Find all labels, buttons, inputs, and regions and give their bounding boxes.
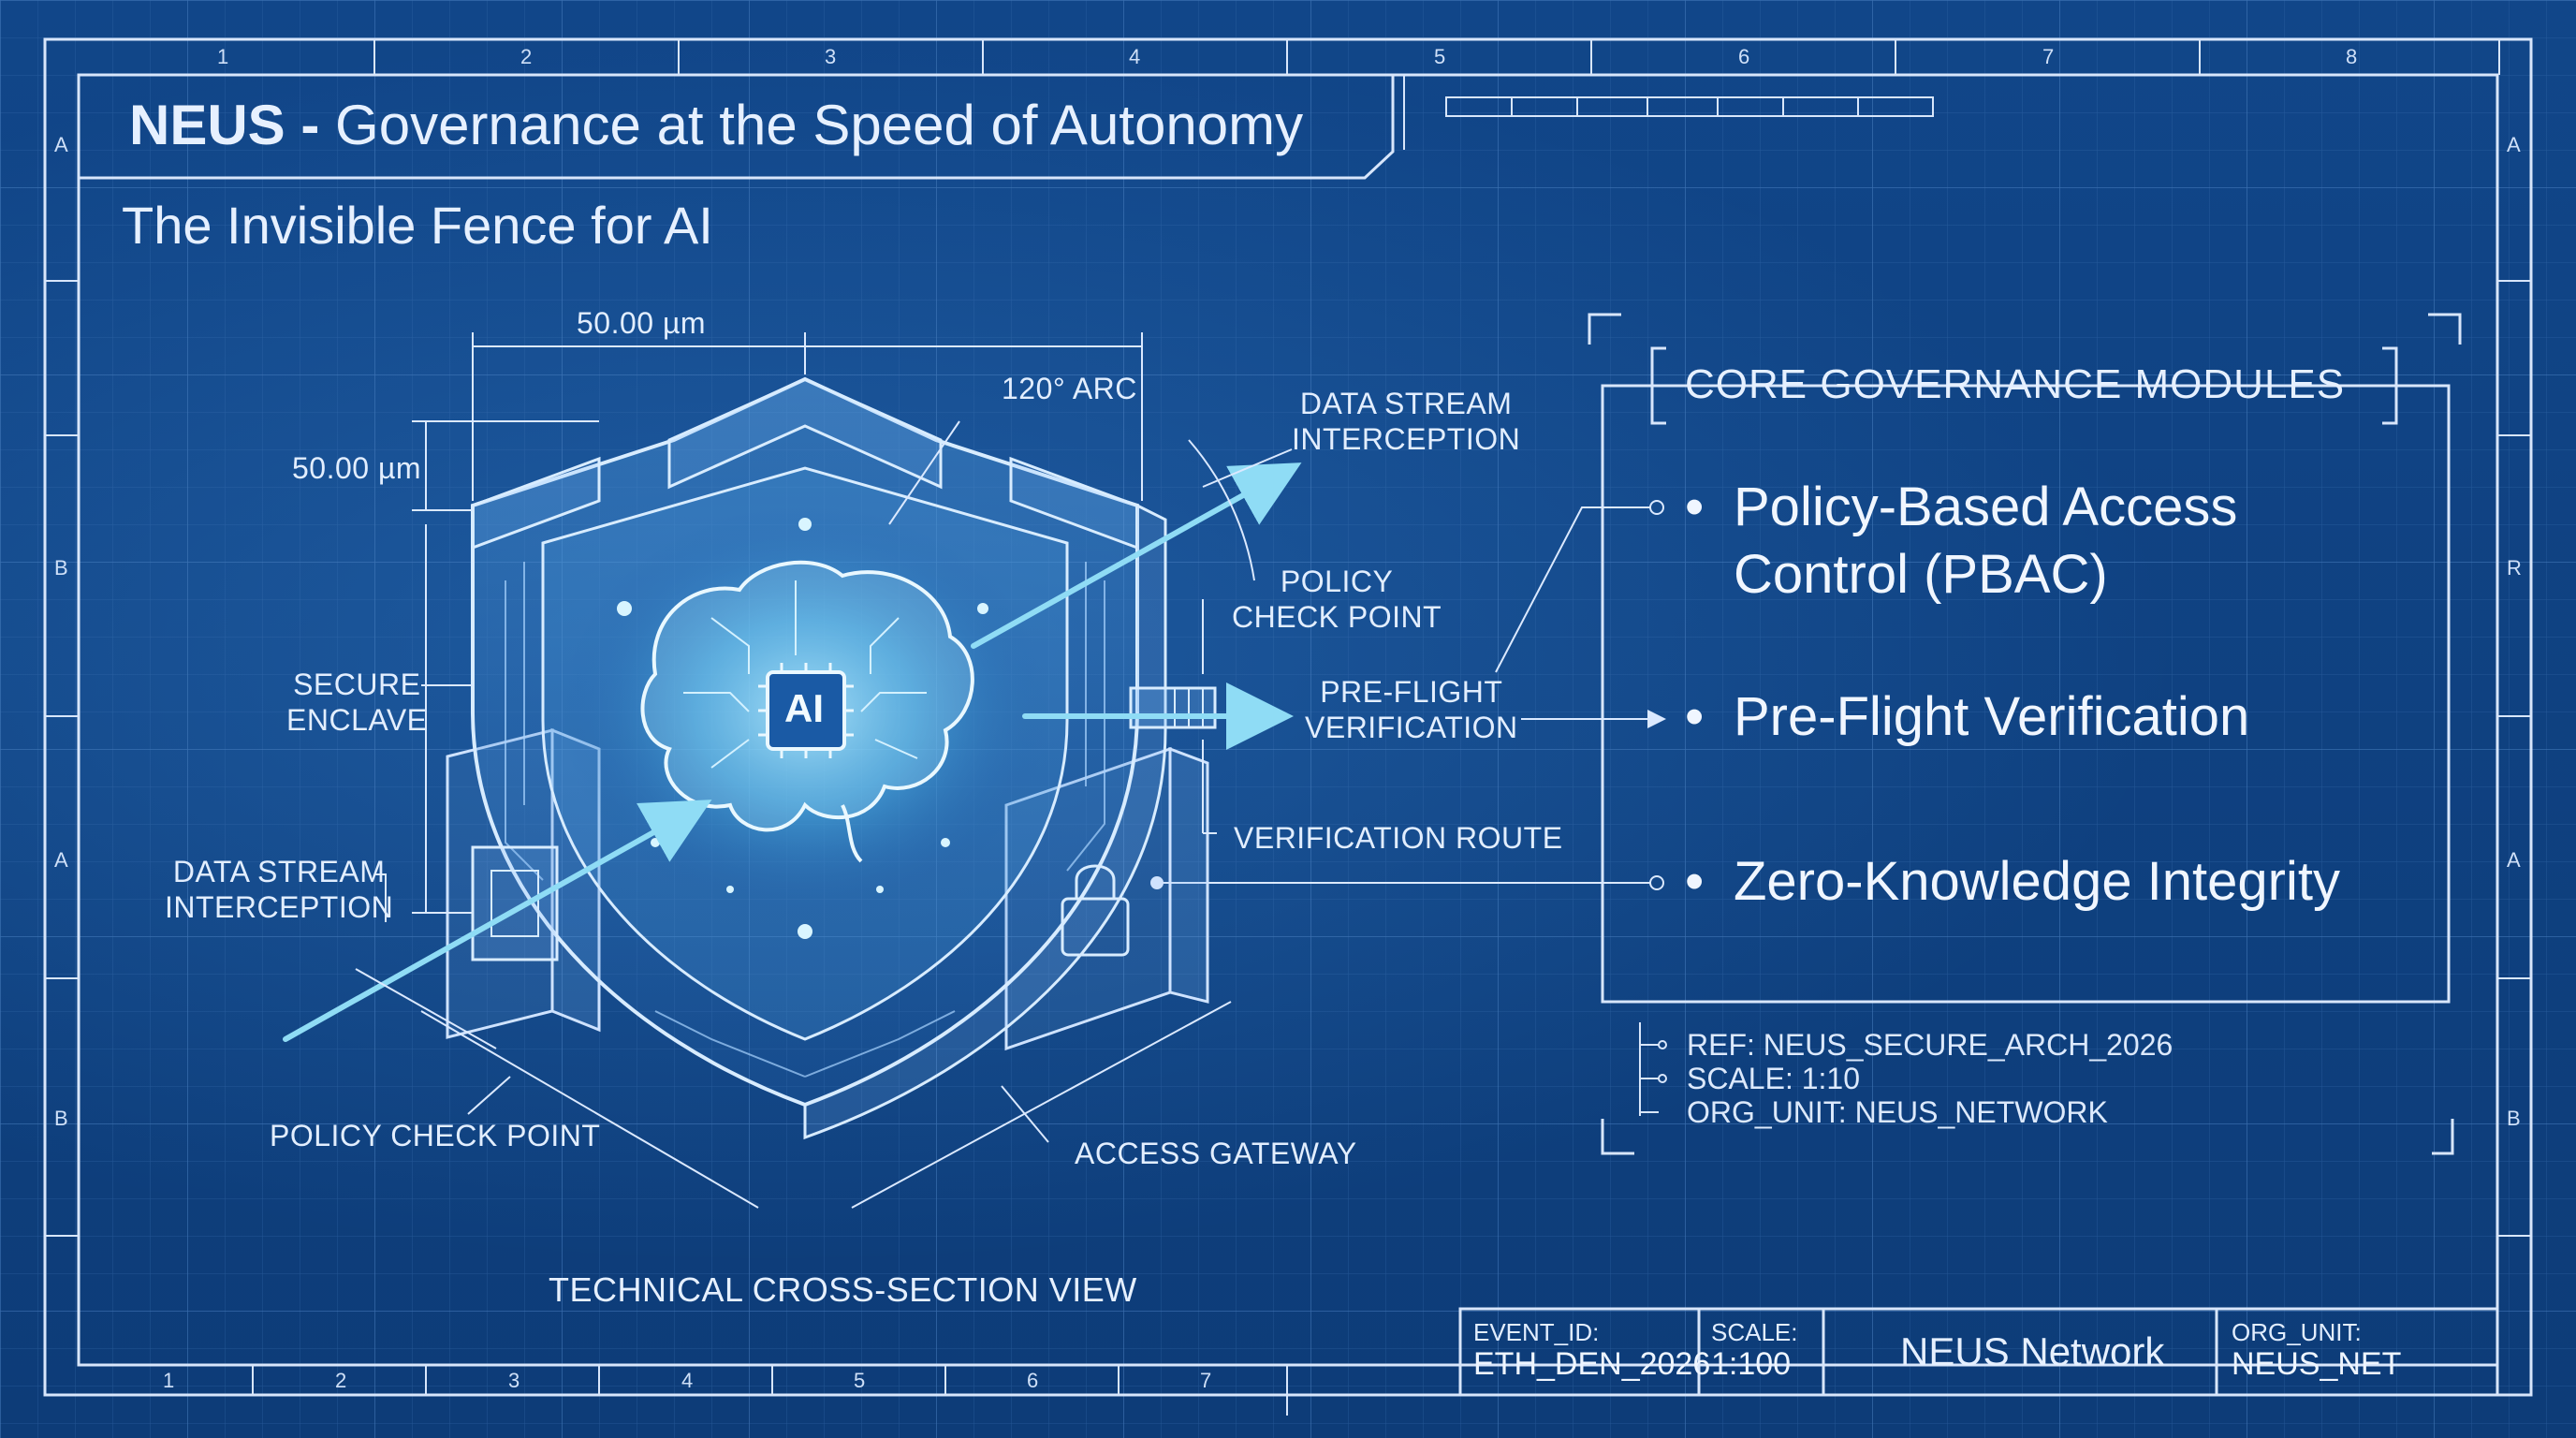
- secure-enclave-label: SECURE ENCLAVE: [286, 667, 428, 738]
- module-pbac: • Policy-Based Access Control (PBAC): [1685, 474, 2237, 609]
- shield-illustration: [446, 376, 1217, 1140]
- ruler-top-5: 5: [1434, 45, 1446, 68]
- secure-enclave-line1: SECURE: [293, 668, 421, 701]
- module-pbac-line2: Control (PBAC): [1734, 544, 2108, 605]
- ruler-bottom-7: 7: [1200, 1369, 1212, 1392]
- data-stream-top-line1: DATA STREAM: [1299, 387, 1513, 420]
- ruler-right-r: R: [2507, 556, 2522, 580]
- ruler-left-b1: B: [54, 556, 68, 580]
- ruler-top-1: 1: [217, 45, 229, 68]
- ruler-left-b2: B: [54, 1107, 68, 1130]
- policy-check-bottom-label: POLICY CHECK POINT: [270, 1119, 601, 1152]
- ruler-top-2: 2: [520, 45, 533, 68]
- ruler-bottom-2: 2: [335, 1369, 347, 1392]
- module-zk-text: Zero-Knowledge Integrity: [1734, 851, 2340, 912]
- ruler-top-7: 7: [2042, 45, 2055, 68]
- ruler-top-4: 4: [1129, 45, 1141, 68]
- ruler-left-a2: A: [54, 848, 68, 872]
- arc-label: 120° ARC: [1002, 372, 1137, 405]
- ruler-bottom-4: 4: [681, 1369, 694, 1392]
- secure-enclave-line2: ENCLAVE: [286, 703, 428, 737]
- preflight-label: PRE-FLIGHT VERIFICATION: [1305, 674, 1518, 745]
- event-id-value: ETH_DEN_2026: [1473, 1346, 1711, 1382]
- policy-check-label: POLICY CHECK POINT: [1232, 564, 1442, 635]
- org-unit-label: ORG_UNIT:: [2232, 1318, 2362, 1346]
- dimension-width-label: 50.00 µm: [577, 306, 707, 340]
- scale-value: 1:100: [1711, 1346, 1792, 1382]
- data-stream-left-line1: DATA STREAM: [172, 855, 386, 888]
- ruler-left-a1: A: [54, 133, 68, 156]
- preflight-line2: VERIFICATION: [1305, 711, 1518, 744]
- data-stream-label-left: DATA STREAM INTERCEPTION: [165, 854, 393, 925]
- module-bullet: •: [1685, 851, 1705, 912]
- org-unit-value: NEUS_NET: [2232, 1346, 2402, 1382]
- ref-scale: SCALE: 1:10: [1687, 1062, 1860, 1095]
- ruler-right-a2: A: [2507, 848, 2521, 872]
- module-bullet: •: [1685, 477, 1705, 537]
- access-gateway-label: ACCESS GATEWAY: [1075, 1137, 1357, 1170]
- page-subtitle: The Invisible Fence for AI: [122, 196, 713, 255]
- data-stream-left-line2: INTERCEPTION: [165, 890, 394, 924]
- preflight-line1: PRE-FLIGHT: [1320, 675, 1503, 709]
- title-text: Governance at the Speed of Autonomy: [335, 94, 1304, 156]
- ref-org-unit: ORG_UNIT: NEUS_NETWORK: [1687, 1095, 2108, 1129]
- ref-id: REF: NEUS_SECURE_ARCH_2026: [1687, 1028, 2174, 1062]
- diagram-caption: TECHNICAL CROSS-SECTION VIEW: [549, 1270, 1137, 1309]
- module-zk: • Zero-Knowledge Integrity: [1685, 848, 2340, 916]
- ruler-right-b: B: [2507, 1107, 2521, 1130]
- scale-label: SCALE:: [1711, 1318, 1798, 1346]
- ai-chip-label: AI: [784, 686, 824, 730]
- data-stream-label-top: DATA STREAM INTERCEPTION: [1292, 386, 1520, 457]
- dimension-height-label: 50.00 µm: [292, 451, 422, 485]
- ruler-top-8: 8: [2346, 45, 2358, 68]
- modules-heading: CORE GOVERNANCE MODULES: [1685, 361, 2346, 407]
- module-bullet: •: [1685, 686, 1705, 747]
- verification-route-label: VERIFICATION ROUTE: [1234, 821, 1563, 855]
- ruler-bottom-3: 3: [508, 1369, 520, 1392]
- ruler-bottom-1: 1: [163, 1369, 175, 1392]
- policy-check-line2: CHECK POINT: [1232, 600, 1442, 634]
- network-name: NEUS Network: [1900, 1329, 2165, 1373]
- module-preflight-text: Pre-Flight Verification: [1734, 686, 2250, 747]
- event-id-label: EVENT_ID:: [1473, 1318, 1600, 1346]
- ruler-right-a1: A: [2507, 133, 2521, 156]
- data-stream-top-line2: INTERCEPTION: [1292, 422, 1521, 456]
- module-preflight: • Pre-Flight Verification: [1685, 683, 2249, 751]
- ruler-bottom-5: 5: [854, 1369, 866, 1392]
- title-brand: NEUS -: [129, 94, 320, 156]
- ruler-top-3: 3: [825, 45, 837, 68]
- ruler-top-6: 6: [1738, 45, 1750, 68]
- ruler-bottom-6: 6: [1027, 1369, 1039, 1392]
- page-title: NEUS - Governance at the Speed of Autono…: [129, 92, 1303, 159]
- module-pbac-line1: Policy-Based Access: [1734, 477, 2238, 537]
- policy-check-line1: POLICY: [1280, 565, 1394, 598]
